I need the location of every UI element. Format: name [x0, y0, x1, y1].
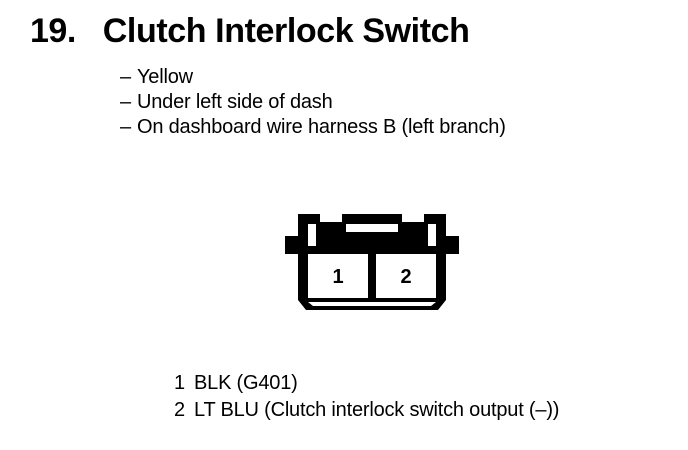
- connector-outline-shape: [285, 214, 459, 310]
- list-item: – Yellow: [120, 66, 506, 91]
- list-item-label: Under left side of dash: [137, 91, 333, 113]
- legend-row: 1 BLK (G401): [174, 372, 559, 399]
- legend-pin-number: 1: [174, 372, 186, 394]
- connector-face-view-svg: 1 2: [285, 214, 459, 310]
- dash-icon: –: [120, 116, 132, 138]
- page-title: 19. Clutch Interlock Switch: [30, 12, 470, 51]
- list-item-label: On dashboard wire harness B (left branch…: [137, 116, 506, 138]
- description-list: – Yellow – Under left side of dash – On …: [120, 66, 506, 141]
- dash-icon: –: [120, 66, 132, 88]
- dash-icon: –: [120, 91, 132, 113]
- connector-diagram: 1 2: [272, 208, 472, 316]
- list-item: – On dashboard wire harness B (left bran…: [120, 116, 506, 141]
- cavity-2-number: 2: [400, 266, 411, 288]
- cavity-2-interior: [376, 254, 436, 298]
- list-item: – Under left side of dash: [120, 91, 506, 116]
- section-title: Clutch Interlock Switch: [102, 12, 470, 50]
- section-number: 19.: [30, 12, 76, 50]
- legend-row: 2 LT BLU (Clutch interlock switch output…: [174, 399, 559, 426]
- legend-pin-description: LT BLU (Clutch interlock switch output (…: [194, 399, 560, 421]
- cavity-1-number: 1: [332, 266, 343, 288]
- legend-pin-description: BLK (G401): [194, 372, 298, 394]
- cavity-1-interior: [308, 254, 368, 298]
- list-item-label: Yellow: [137, 66, 193, 88]
- cavity-divider: [368, 254, 376, 298]
- pin-legend: 1 BLK (G401) 2 LT BLU (Clutch interlock …: [174, 372, 559, 426]
- legend-pin-number: 2: [174, 399, 186, 421]
